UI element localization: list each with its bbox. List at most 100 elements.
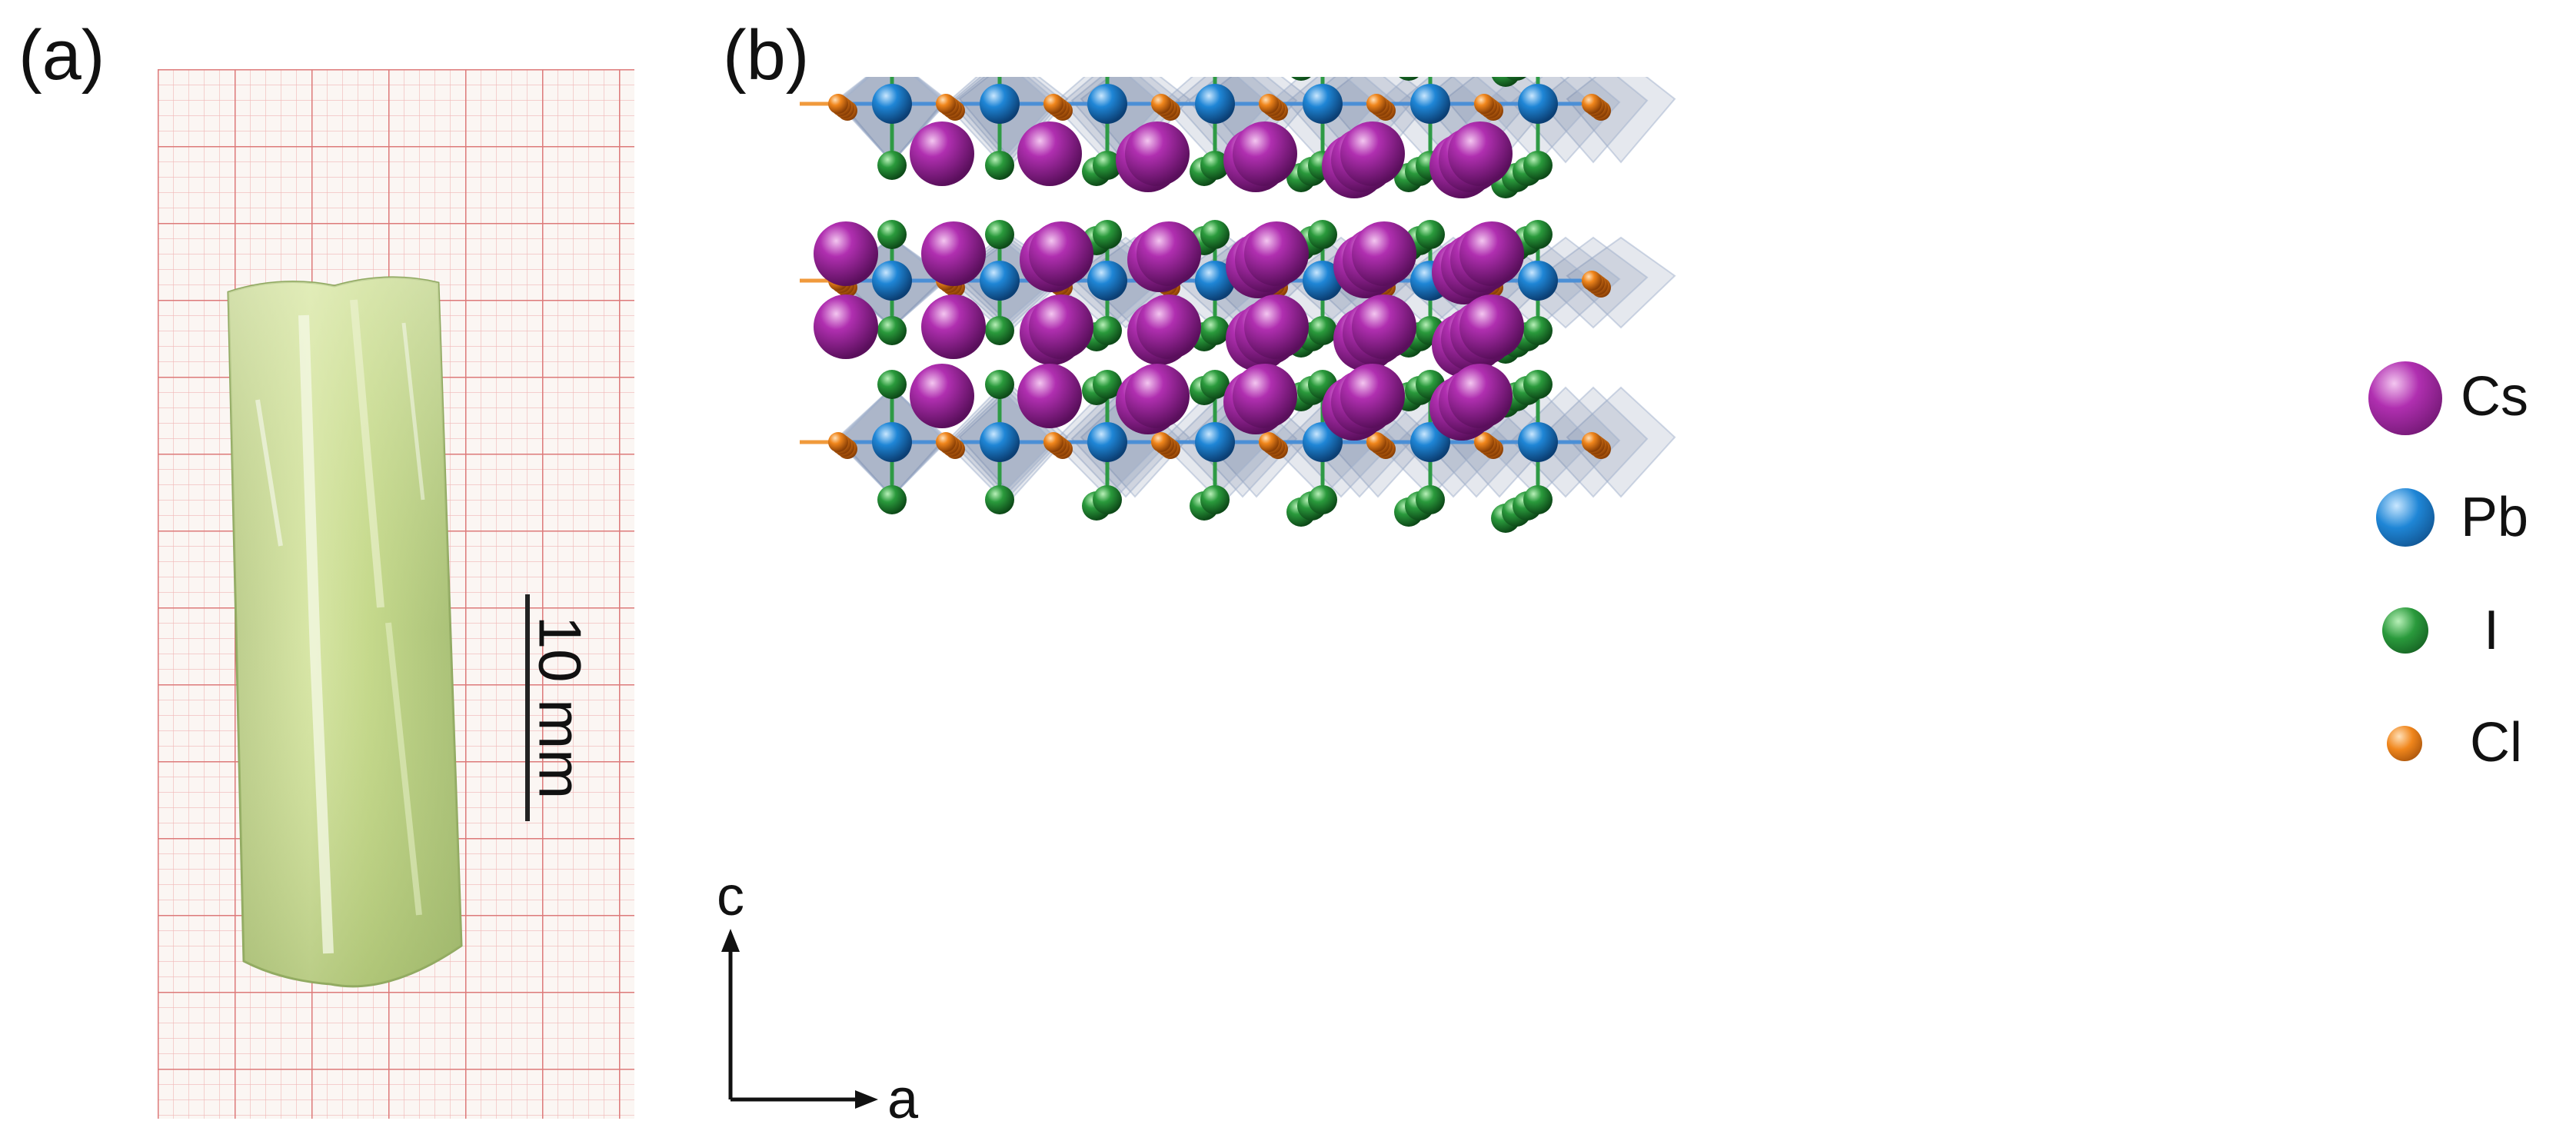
cs-atom bbox=[1017, 121, 1082, 186]
pb-atom bbox=[980, 84, 1020, 124]
i-atom bbox=[1291, 77, 1311, 81]
axes-arrows bbox=[721, 929, 878, 1109]
pb-atom bbox=[980, 422, 1020, 462]
i-atom bbox=[1308, 316, 1337, 345]
legend-item-pb: Pb bbox=[2368, 488, 2568, 580]
axis-label-c: c bbox=[717, 866, 744, 927]
i-atom bbox=[1093, 370, 1122, 399]
pb-atom bbox=[872, 422, 912, 462]
legend-label-cs: Cs bbox=[2461, 366, 2528, 427]
i-atom bbox=[877, 370, 907, 399]
cs-atom bbox=[1244, 221, 1309, 286]
i-atom-icon bbox=[2382, 607, 2428, 654]
pb-atom bbox=[1303, 261, 1343, 301]
cl-atom bbox=[1151, 94, 1171, 114]
i-atom bbox=[1523, 316, 1553, 345]
pb-atom-icon bbox=[2376, 488, 2435, 547]
axis-label-a: a bbox=[887, 1069, 919, 1130]
cs-atom bbox=[1352, 294, 1416, 359]
i-atom bbox=[1523, 220, 1553, 249]
crystal-photo bbox=[158, 69, 634, 1119]
i-atom bbox=[877, 485, 907, 514]
cl-atom bbox=[1366, 94, 1386, 114]
cl-atom bbox=[828, 94, 848, 114]
i-atom bbox=[985, 316, 1014, 345]
i-atom bbox=[877, 220, 907, 249]
i-atom bbox=[1093, 485, 1122, 514]
cs-atom bbox=[1340, 364, 1405, 428]
i-atom bbox=[1523, 151, 1553, 180]
i-atom bbox=[1399, 77, 1419, 81]
pb-atom bbox=[1518, 261, 1558, 301]
legend-item-cs: Cs bbox=[2368, 361, 2568, 454]
cl-atom bbox=[828, 432, 848, 452]
legend-label-pb: Pb bbox=[2461, 487, 2529, 548]
i-atom bbox=[1093, 220, 1122, 249]
pb-atom bbox=[1303, 84, 1343, 124]
i-atom bbox=[877, 316, 907, 345]
panel-b-label: (b) bbox=[723, 16, 810, 95]
i-atom bbox=[985, 485, 1014, 514]
cs-atom bbox=[1459, 221, 1524, 286]
cl-atom bbox=[1043, 94, 1063, 114]
i-atom bbox=[1200, 370, 1230, 399]
pb-atom bbox=[1410, 84, 1450, 124]
cs-atom bbox=[1448, 121, 1513, 186]
cl-atom bbox=[1474, 432, 1494, 452]
i-atom bbox=[1093, 316, 1122, 345]
i-atom bbox=[1200, 220, 1230, 249]
legend-item-i: I bbox=[2368, 603, 2568, 700]
pb-atom bbox=[1195, 84, 1235, 124]
cl-atom bbox=[1582, 94, 1602, 114]
cs-atom bbox=[1233, 121, 1297, 186]
i-atom bbox=[1200, 485, 1230, 514]
legend-item-cl: Cl bbox=[2368, 715, 2568, 815]
pb-atom bbox=[1087, 261, 1127, 301]
cl-atom bbox=[1366, 432, 1386, 452]
pb-atom bbox=[980, 261, 1020, 301]
i-atom bbox=[1416, 220, 1445, 249]
pb-atom bbox=[872, 261, 912, 301]
pb-atom bbox=[1087, 422, 1127, 462]
cs-atom bbox=[910, 364, 974, 428]
cs-atom bbox=[814, 294, 878, 359]
i-atom bbox=[1523, 370, 1553, 399]
scale-bar bbox=[525, 594, 530, 821]
cs-atom bbox=[1233, 364, 1297, 428]
panel-a-label: (a) bbox=[18, 16, 105, 95]
pbx6-octahedron bbox=[1538, 77, 1649, 164]
i-atom bbox=[1200, 151, 1230, 180]
cs-atom bbox=[1029, 221, 1093, 286]
i-atom bbox=[985, 151, 1014, 180]
cl-atom bbox=[1582, 432, 1602, 452]
pb-atom bbox=[1195, 261, 1235, 301]
cl-atom bbox=[1259, 94, 1279, 114]
legend: Cs Pb I Cl bbox=[2368, 361, 2568, 900]
crystal-structure-diagram bbox=[800, 77, 1676, 533]
cs-atom bbox=[1125, 364, 1190, 428]
cs-atom bbox=[921, 294, 986, 359]
axes-indicator: c a bbox=[707, 869, 938, 1138]
i-atom bbox=[1308, 220, 1337, 249]
pb-atom bbox=[1518, 422, 1558, 462]
cs-atom bbox=[1137, 294, 1201, 359]
cl-atom bbox=[1259, 432, 1279, 452]
i-atom bbox=[1506, 77, 1526, 81]
i-atom bbox=[985, 220, 1014, 249]
legend-label-i: I bbox=[2484, 600, 2500, 661]
i-atom bbox=[1523, 485, 1553, 514]
cs-atom bbox=[814, 221, 878, 286]
cl-atom bbox=[936, 94, 956, 114]
cs-atom bbox=[1352, 221, 1416, 286]
i-atom bbox=[1308, 485, 1337, 514]
cl-atom bbox=[1582, 271, 1602, 291]
cs-atom bbox=[1029, 294, 1093, 359]
cs-atom bbox=[1017, 364, 1082, 428]
i-atom bbox=[1200, 316, 1230, 345]
cl-atom bbox=[1474, 94, 1494, 114]
pb-atom bbox=[872, 84, 912, 124]
scale-bar-label: 10 mm bbox=[526, 615, 594, 800]
cl-atom-icon bbox=[2387, 726, 2422, 761]
cs-atom bbox=[1448, 364, 1513, 428]
i-atom bbox=[1416, 485, 1445, 514]
